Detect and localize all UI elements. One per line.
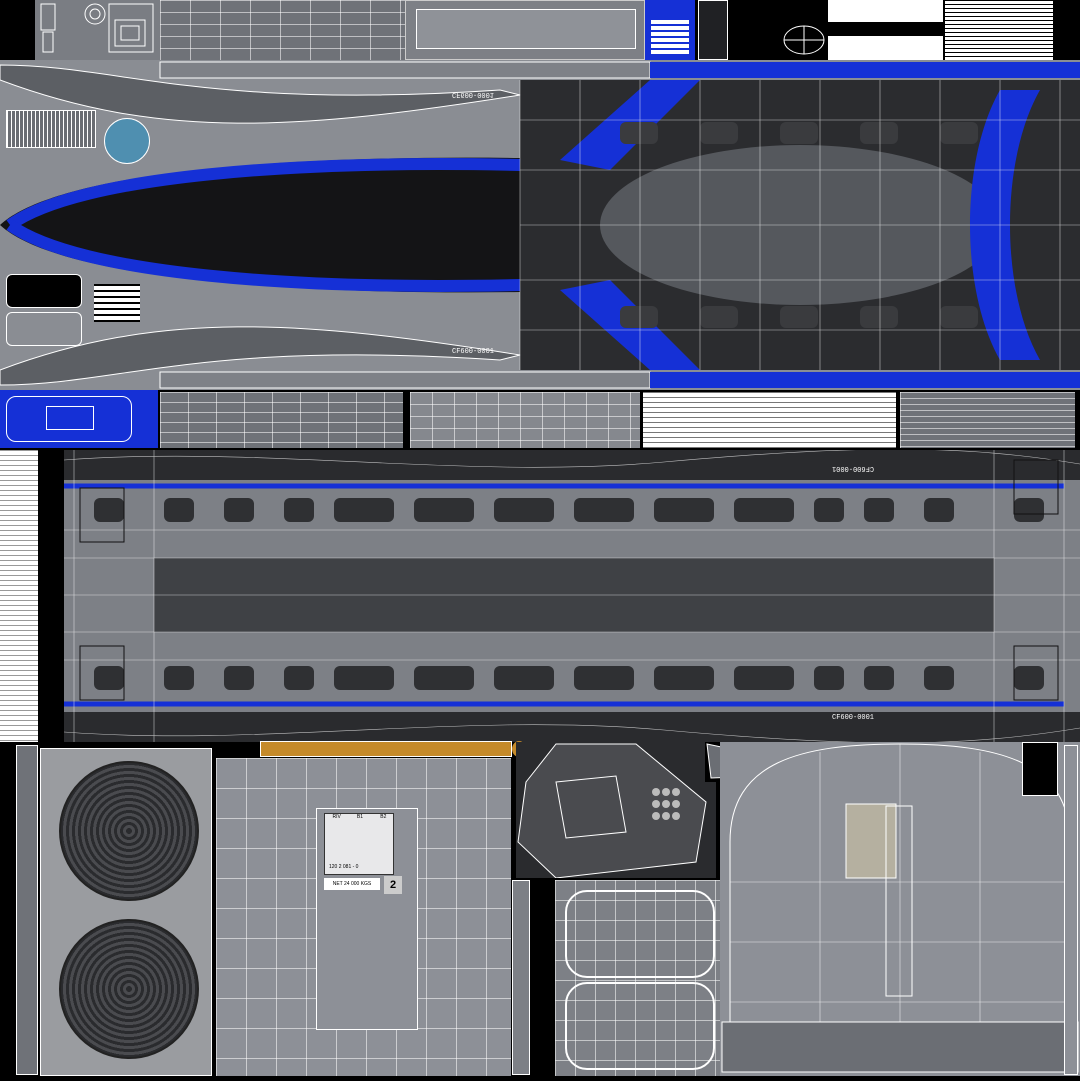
fuselage-top-wireframe <box>0 61 1080 389</box>
radome-icon <box>104 118 150 164</box>
label-header-riv: RIV <box>332 814 341 820</box>
panel-strip-4 <box>410 392 640 448</box>
blue-tag <box>645 0 695 60</box>
door-panel <box>720 742 1080 1076</box>
side-code: CF600-0001 <box>832 714 875 722</box>
vent-grille <box>6 110 96 148</box>
cockpit-panel <box>516 742 716 879</box>
fuselage-top-panel: CF600-0001 CF600-0001 <box>0 60 1080 390</box>
side-slat <box>16 745 38 1075</box>
panel-strip-3 <box>160 392 403 448</box>
vertical-rail <box>512 880 530 1075</box>
panel-strip-5 <box>900 392 1075 448</box>
fuselage-side-wireframe <box>44 448 1080 744</box>
left-thin-strip <box>0 450 38 742</box>
seat-panel <box>555 880 723 1076</box>
hatch-lines <box>94 284 140 322</box>
right-rail <box>1064 745 1078 1075</box>
engine-detail <box>780 0 828 60</box>
net-plate: NET 24 000 KGS <box>324 878 380 890</box>
label-serial: 120 2 081 - 0 <box>329 864 359 870</box>
fuselage-code: CF600-0001 <box>452 348 495 356</box>
blue-door <box>0 390 158 448</box>
label-header-b1: B1 <box>356 814 364 820</box>
panel-strip-2 <box>405 0 645 60</box>
hatch-1 <box>6 274 82 308</box>
small-black-tag <box>1022 742 1058 796</box>
panel-strip-1 <box>160 0 405 60</box>
small-parts-wireframe <box>40 3 154 53</box>
orange-strip <box>260 741 512 757</box>
fan-icon <box>59 919 199 1059</box>
fuselage-side-panel: CF600-0001 CF600-0001 <box>44 448 1080 744</box>
fan-icon <box>59 761 199 901</box>
side-code-mirrored: CF600-0001 <box>832 464 875 472</box>
small-parts-atlas <box>35 0 160 60</box>
label-header-b2: B2 <box>380 814 387 820</box>
decal-strip <box>828 0 943 60</box>
fuselage-code-mirrored: CF600-0001 <box>452 90 495 98</box>
hatch-2 <box>6 312 82 346</box>
number-plate: 2 <box>384 876 402 894</box>
ac-unit <box>40 748 212 1076</box>
cargo-label: RIV B1 B2 120 2 081 - 0 <box>324 813 394 875</box>
small-tag <box>698 0 728 60</box>
cargo-panel: RIV B1 B2 120 2 081 - 0 NET 24 000 KGS 2 <box>216 758 511 1076</box>
decal-block-2 <box>643 392 896 448</box>
decal-text-block <box>945 0 1053 60</box>
